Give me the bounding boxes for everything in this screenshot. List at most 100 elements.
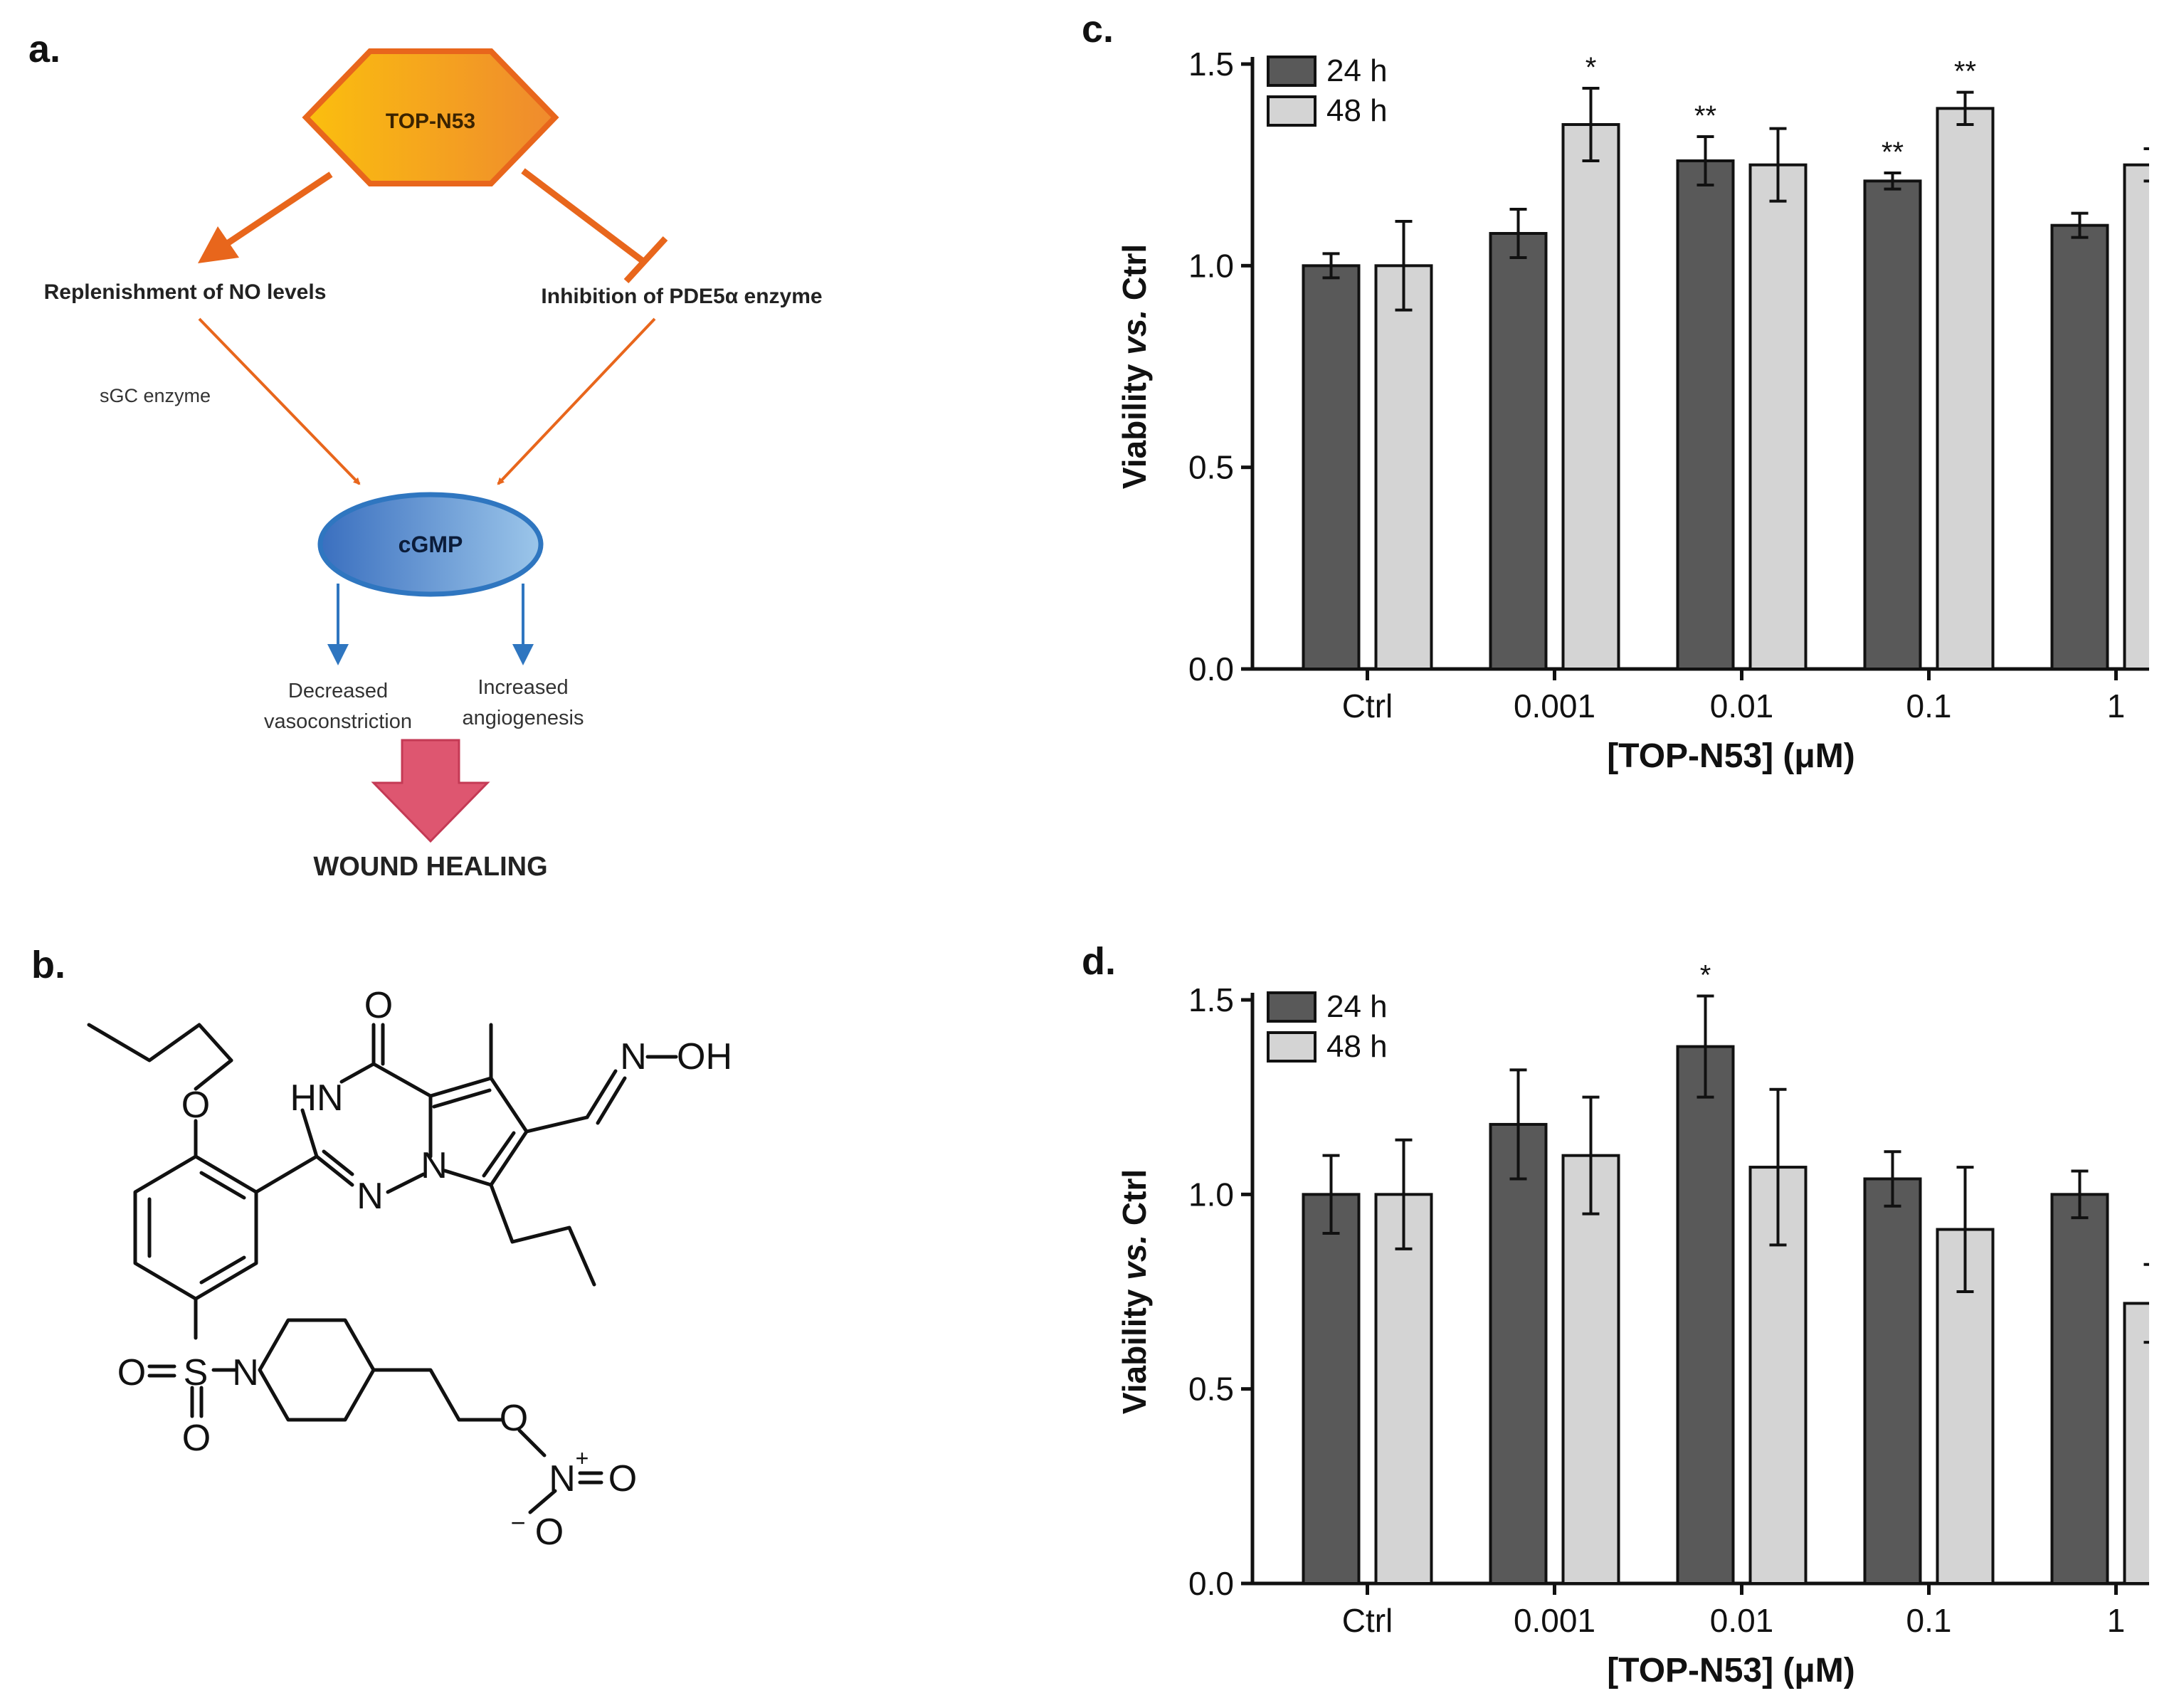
chart-c-legend-label: 24 h xyxy=(1326,53,1388,88)
outcome-left-line2: vasoconstriction xyxy=(264,710,412,733)
chart-c-legend-label: 48 h xyxy=(1326,93,1388,128)
triazine-n3-c4 xyxy=(339,1062,376,1084)
atom-ring-n1: N xyxy=(357,1176,384,1217)
panel-d-label: d. xyxy=(1082,940,1116,983)
chart-d-significance-label: * xyxy=(1700,960,1711,991)
pyrrole-c5-c6 xyxy=(489,1076,529,1134)
atom-sulfonyl-o-left: O xyxy=(117,1352,146,1393)
triazine-n-c2-double xyxy=(322,1149,354,1176)
ether-bond-upper xyxy=(194,1058,233,1091)
o-n-bond xyxy=(517,1428,547,1457)
chart-d-bar xyxy=(1676,1045,1735,1586)
chart-d-bar xyxy=(1489,1122,1548,1585)
chart-c-bar xyxy=(1748,163,1808,670)
chart-d-x-tick-label: 0.01 xyxy=(1710,1602,1774,1639)
chart-c-bar xyxy=(1374,264,1433,671)
wound-healing-arrow xyxy=(371,739,490,843)
chart-c-bar xyxy=(1863,179,1922,671)
wound-healing-label: WOUND HEALING xyxy=(313,852,547,882)
chart-d-y-tick-label: 1.0 xyxy=(1188,1176,1234,1213)
chart-d-bar xyxy=(1374,1193,1433,1586)
chart-d-legend-swatch xyxy=(1267,991,1316,1023)
chart-c-bar xyxy=(1489,232,1548,670)
atom-nitrate-o: O xyxy=(500,1398,528,1439)
chart-c-x-tick-label: 0.1 xyxy=(1906,687,1952,724)
activation-arrowhead xyxy=(198,226,239,263)
atom-ring-n2: N xyxy=(421,1145,448,1186)
chart-c-y-tick-label: 1.0 xyxy=(1188,247,1234,284)
blue-arrowhead-left xyxy=(327,644,349,665)
chart-c-significance-label: * xyxy=(1585,52,1597,83)
atom-sulfonyl-o-bottom: O xyxy=(182,1418,211,1459)
inhibition-bar xyxy=(623,236,668,284)
chart-c-bar xyxy=(1302,264,1361,671)
benzene-double-2 xyxy=(199,1171,246,1200)
chart-d-bar xyxy=(2123,1302,2174,1585)
pyrrole-c4a-c5 xyxy=(428,1076,493,1098)
atom-piperidine-n: N xyxy=(232,1352,259,1393)
cgmp-ellipse xyxy=(317,492,544,597)
atom-o-minus: O xyxy=(535,1512,564,1553)
atom-oh: OH xyxy=(677,1036,732,1077)
chart-c-y-tick-label: 1.5 xyxy=(1188,46,1234,83)
atom-oxime-n: N xyxy=(620,1036,647,1077)
right-to-cgmp-arrow xyxy=(497,317,656,485)
cgmp-label: cGMP xyxy=(399,532,463,557)
chart-d-y-tick-label: 1.5 xyxy=(1188,981,1234,1018)
atom-n-plus: N xyxy=(549,1458,576,1499)
outcome-left-line1: Decreased xyxy=(288,680,388,702)
panel-b-label: b. xyxy=(31,944,65,986)
chart-c-x-tick-label: Ctrl xyxy=(1342,687,1393,724)
ethyl-linker xyxy=(371,1368,504,1422)
chart-c-significance-label: ** xyxy=(1882,137,1904,168)
chart-c-bar xyxy=(1676,159,1735,670)
activation-arrow-shaft xyxy=(222,172,333,248)
chart-d-y-tick-label: 0.5 xyxy=(1188,1371,1234,1408)
atom-ether-o: O xyxy=(181,1085,210,1126)
chart-d-x-tick-label: Ctrl xyxy=(1342,1602,1393,1639)
atom-nitrate-o-right: O xyxy=(608,1458,637,1499)
pyrrole-c5-double xyxy=(432,1088,492,1109)
chart-d-x-tick-label: 0.001 xyxy=(1514,1602,1595,1639)
chart-c-bar xyxy=(1936,107,1995,671)
triazine-n-n xyxy=(386,1172,426,1194)
mechanism-diagram: TOP-N53 Replenishment of NO levels Inhib… xyxy=(44,48,823,882)
chart-d-y-axis-label: Viability vs. Ctrl xyxy=(1116,1169,1153,1414)
oxime-double-1 xyxy=(585,1069,618,1119)
chart-c-bar xyxy=(2123,163,2174,670)
n-o-minus xyxy=(528,1489,557,1514)
triazine-n-c2 xyxy=(315,1154,354,1187)
chart-c-x-tick-label: 0.001 xyxy=(1514,687,1595,724)
chart-c-x-tick-label: 0.01 xyxy=(1710,687,1774,724)
oxime-bond xyxy=(524,1115,589,1134)
chart-c-legend-swatch xyxy=(1267,95,1316,127)
chart-c-y-tick-label: 0.0 xyxy=(1188,650,1234,687)
chart-c-significance-label: ** xyxy=(1954,56,1976,88)
benzene-ring xyxy=(133,1154,258,1301)
charge-minus: − xyxy=(510,1508,525,1537)
chart-d-bar xyxy=(1561,1154,1620,1585)
triazine-c4-c4a xyxy=(371,1062,433,1098)
inhibition-line xyxy=(521,168,646,265)
drug-label: TOP-N53 xyxy=(386,110,475,133)
chart-c-significance-label: ** xyxy=(1694,100,1716,132)
pyrrole-c7-n xyxy=(443,1169,493,1187)
chart-c-bar xyxy=(1561,123,1620,670)
panel-c-label: c. xyxy=(1082,8,1114,51)
left-to-cgmp-arrow xyxy=(198,317,361,485)
benzene-double-3 xyxy=(199,1255,246,1285)
outcome-right-line2: angiogenesis xyxy=(463,707,584,729)
chart-c-x-axis-label: [TOP-N53] (μM) xyxy=(1607,737,1854,775)
right-effect-label: Inhibition of PDE5α enzyme xyxy=(541,285,822,308)
triazine-c2-n3 xyxy=(300,1108,319,1159)
oxime-double-2 xyxy=(596,1076,627,1125)
chart-d-legend-label: 24 h xyxy=(1326,989,1388,1024)
chart-c-y-tick-label: 0.5 xyxy=(1188,449,1234,486)
chart-c-bar xyxy=(2050,223,2109,670)
chart-c-x-tick-label: 1 xyxy=(2107,687,2126,724)
chart-d-x-axis-label: [TOP-N53] (μM) xyxy=(1607,1652,1854,1689)
chemical-structure: O HN N OH O N N O S N O O N + O O − xyxy=(87,985,732,1553)
charge-plus: + xyxy=(576,1445,589,1471)
